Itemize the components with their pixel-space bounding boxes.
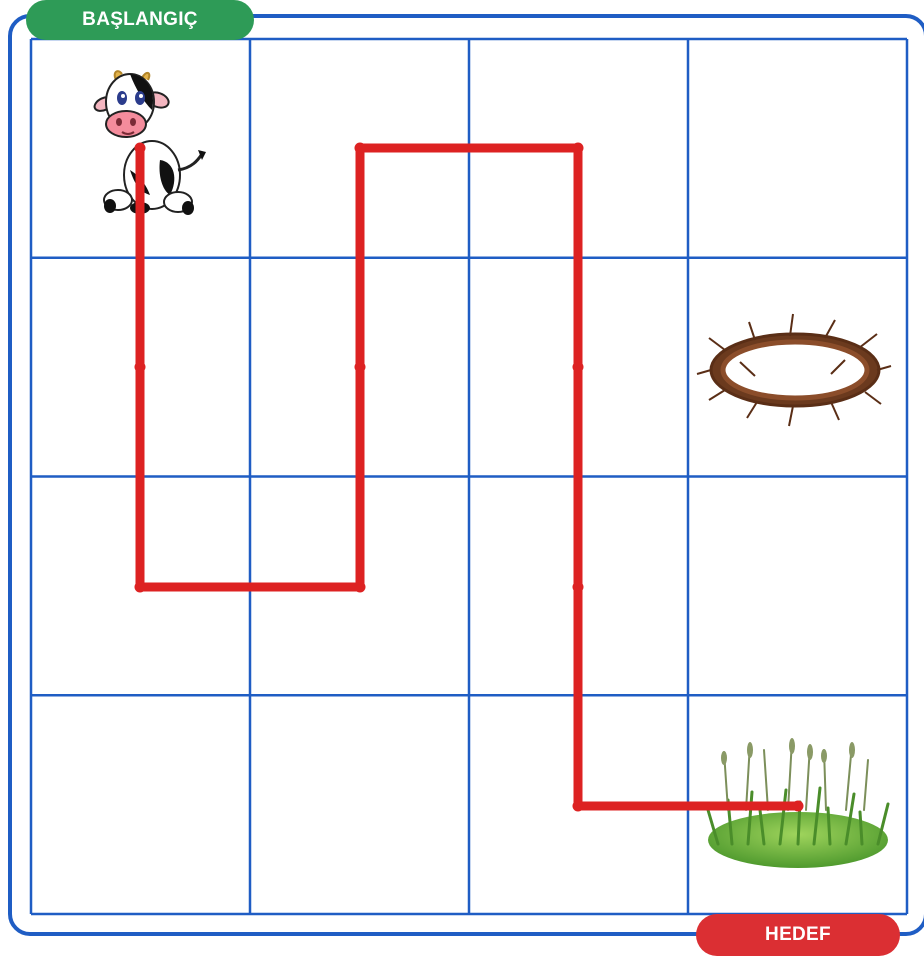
route-waypoint xyxy=(355,143,366,154)
cow-icon xyxy=(92,71,206,215)
goal-label: HEDEF xyxy=(696,914,900,956)
route-waypoint xyxy=(793,801,804,812)
start-label: BAŞLANGIÇ xyxy=(26,0,254,40)
route-waypoint xyxy=(573,582,584,593)
route-waypoint xyxy=(135,143,146,154)
route-waypoint xyxy=(573,801,584,812)
route-waypoint xyxy=(355,362,366,373)
route-waypoint xyxy=(135,362,146,373)
route-waypoint xyxy=(573,362,584,373)
route-waypoint xyxy=(135,582,146,593)
route-waypoint xyxy=(573,143,584,154)
route-waypoint xyxy=(355,582,366,593)
thorn-crown-icon xyxy=(697,314,891,426)
